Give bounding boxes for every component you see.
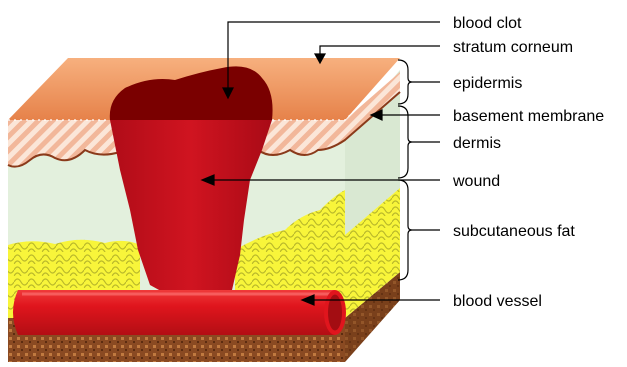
- epidermis-bracket: [398, 60, 412, 104]
- label-basement-membrane: basement membrane: [453, 108, 604, 125]
- label-dermis: dermis: [453, 135, 501, 152]
- label-stratum-corneum: stratum corneum: [453, 39, 573, 56]
- label-subcutaneous-fat: subcutaneous fat: [453, 223, 575, 240]
- subcutaneous-fat-bracket: [398, 180, 412, 280]
- dermis-bracket: [398, 106, 412, 178]
- label-epidermis: epidermis: [453, 75, 522, 92]
- blood-vessel: [13, 290, 346, 335]
- label-wound: wound: [452, 173, 500, 190]
- label-blood-vessel: blood vessel: [453, 293, 542, 310]
- label-blood-clot: blood clot: [453, 15, 522, 32]
